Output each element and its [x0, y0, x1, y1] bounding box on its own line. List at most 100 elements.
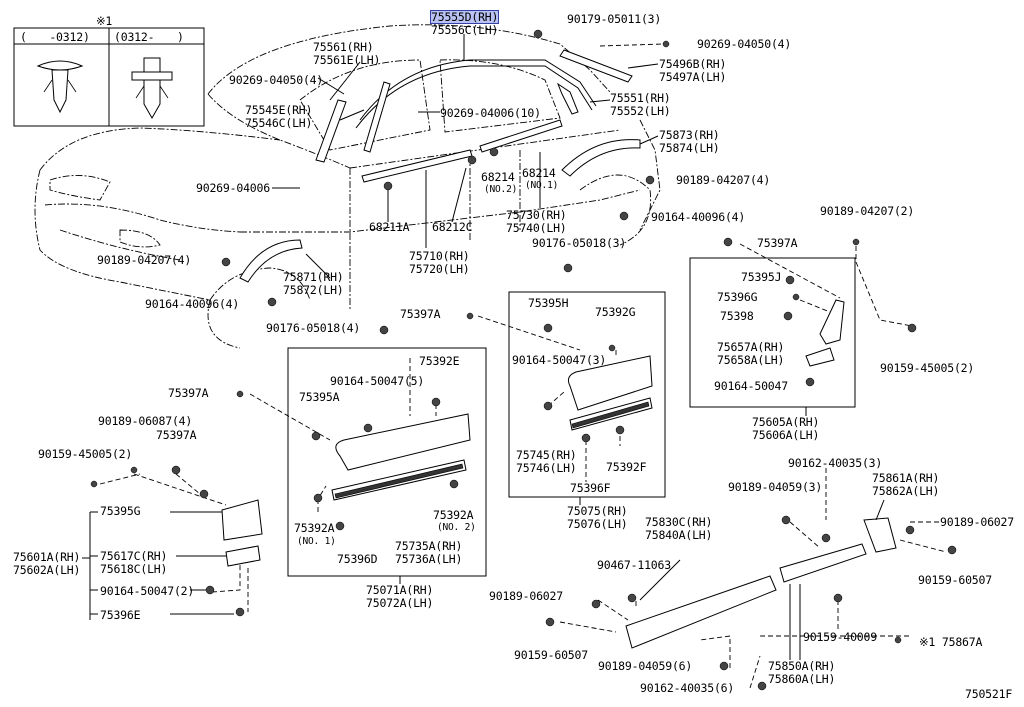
part-label-90467-11063[interactable]: 90467-11063 [597, 558, 671, 572]
part-label-75397a-b[interactable]: 75397A [400, 307, 441, 321]
part-label-68214-2[interactable]: 68214 [481, 170, 515, 184]
part-label-90164-50047-b[interactable]: 90164-50047 [714, 379, 788, 393]
part-label-90159-45005-2a[interactable]: 90159-45005(2) [880, 361, 975, 375]
part-label-90162-40035-3[interactable]: 90162-40035(3) [788, 456, 883, 470]
part-label-75830c[interactable]: 75830C(RH) [645, 515, 713, 529]
part-label-750521f[interactable]: 750521F [965, 687, 1013, 701]
part-label-75617c[interactable]: 75617C(RH) [100, 549, 168, 563]
part-label-75392f[interactable]: 75392F [606, 460, 647, 474]
part-label-90162-40035-6[interactable]: 90162-40035(6) [640, 681, 735, 695]
part-label-68214-1[interactable]: 68214 [522, 166, 556, 180]
part-label-75874[interactable]: 75874(LH) [659, 141, 720, 155]
part-label-75561e[interactable]: 75561E(LH) [313, 53, 381, 67]
part-label-75072a[interactable]: 75072A(LH) [366, 596, 434, 610]
part-label-75546c[interactable]: 75546C(LH) [245, 116, 313, 130]
part-label-90176-05018-4[interactable]: 90176-05018(4) [266, 321, 361, 335]
part-label-75872[interactable]: 75872(LH) [283, 283, 344, 297]
part-label-75551[interactable]: 75551(RH) [610, 91, 671, 105]
part-label-75873[interactable]: 75873(RH) [659, 128, 720, 142]
part-label-75862a[interactable]: 75862A(LH) [872, 484, 940, 498]
part-label-75840a[interactable]: 75840A(LH) [645, 528, 713, 542]
part-label-75396f[interactable]: 75396F [570, 481, 611, 495]
part-label-90159-60507-a[interactable]: 90159-60507 [918, 573, 992, 587]
part-label-75561[interactable]: 75561(RH) [313, 40, 374, 54]
part-label-75606a[interactable]: 75606A(LH) [752, 428, 820, 442]
part-label-75392a-2[interactable]: 75392A [433, 508, 474, 522]
part-label-75395h[interactable]: 75395H [528, 296, 569, 310]
part-label-75710[interactable]: 75710(RH) [409, 249, 470, 263]
part-label-90176-05018-3[interactable]: 90176-05018(3) [532, 236, 627, 250]
part-label-75075[interactable]: 75075(RH) [567, 504, 628, 518]
part-label-90189-04207-2[interactable]: 90189-04207(2) [820, 204, 915, 218]
part-label-75867a[interactable]: ※1 75867A [919, 635, 983, 649]
part-label-75545e[interactable]: 75545E(RH) [245, 103, 313, 117]
part-label-68214-1n[interactable]: (NO.1) [525, 180, 559, 191]
part-label-75497a[interactable]: 75497A(LH) [659, 70, 727, 84]
part-label-75618c[interactable]: 75618C(LH) [100, 562, 168, 576]
part-label-75720[interactable]: 75720(LH) [409, 262, 470, 276]
part-label-75392a-1n[interactable]: (NO. 1) [297, 536, 336, 547]
part-label-75076[interactable]: 75076(LH) [567, 517, 628, 531]
part-label-90164-50047-5[interactable]: 90164-50047(5) [330, 374, 425, 388]
part-label-75396d[interactable]: 75396D [337, 552, 378, 566]
part-label-75860a[interactable]: 75860A(LH) [768, 672, 836, 686]
part-label-90159-45005-2b[interactable]: 90159-45005(2) [38, 447, 133, 461]
part-label-90189-04207-4a[interactable]: 90189-04207(4) [676, 173, 771, 187]
inset-note: ※1 [96, 14, 113, 28]
part-label-90164-40096-4b[interactable]: 90164-40096(4) [145, 297, 240, 311]
part-label-75730[interactable]: 75730(RH) [506, 208, 567, 222]
part-label-75736a[interactable]: 75736A(LH) [395, 552, 463, 566]
part-label-90189-06027-b[interactable]: 90189-06027 [489, 589, 563, 603]
part-label-75602a[interactable]: 75602A(LH) [13, 563, 81, 577]
part-label-75397a-a[interactable]: 75397A [757, 236, 798, 250]
part-label-75605a[interactable]: 75605A(RH) [752, 415, 820, 429]
part-label-90269-04050-4b[interactable]: 90269-04050(4) [229, 73, 324, 87]
part-label-90189-04207-4b[interactable]: 90189-04207(4) [97, 253, 192, 267]
part-label-90269-04050-4a[interactable]: 90269-04050(4) [697, 37, 792, 51]
part-label-75871[interactable]: 75871(RH) [283, 270, 344, 284]
part-label-90189-04059-3[interactable]: 90189-04059(3) [728, 480, 823, 494]
part-label-90189-06027-a[interactable]: 90189-06027 [940, 515, 1014, 529]
part-label-90159-40009[interactable]: 90159-40009 [803, 630, 877, 644]
part-label-90179-05011[interactable]: 90179-05011(3) [567, 12, 662, 26]
part-label-75392e[interactable]: 75392E [419, 354, 460, 368]
part-label-75556c[interactable]: 75556C(LH) [431, 23, 499, 37]
part-label-75601a[interactable]: 75601A(RH) [13, 550, 81, 564]
part-label-75396g[interactable]: 75396G [717, 290, 758, 304]
part-label-90189-06087-4[interactable]: 90189-06087(4) [98, 414, 193, 428]
part-label-75396e[interactable]: 75396E [100, 608, 141, 622]
leader-lines [82, 34, 885, 660]
part-label-75395j[interactable]: 75395J [741, 270, 782, 284]
part-label-75746[interactable]: 75746(LH) [516, 461, 577, 475]
part-label-68212c[interactable]: 68212C [432, 220, 473, 234]
part-label-75861a[interactable]: 75861A(RH) [872, 471, 940, 485]
part-label-90269-04006-10[interactable]: 90269-04006(10) [440, 106, 541, 120]
part-label-75658a[interactable]: 75658A(LH) [717, 353, 785, 367]
part-label-75392g[interactable]: 75392G [595, 305, 636, 319]
part-label-75392a-2n[interactable]: (NO. 2) [437, 522, 476, 533]
part-label-75397a-c[interactable]: 75397A [168, 386, 209, 400]
part-label-68214-2n[interactable]: (NO.2) [484, 184, 518, 195]
inset-col-before: ( -0312) [20, 30, 90, 44]
part-label-90189-04059-6[interactable]: 90189-04059(6) [598, 659, 693, 673]
part-label-75745[interactable]: 75745(RH) [516, 448, 577, 462]
part-label-75395g[interactable]: 75395G [100, 504, 141, 518]
part-label-75735a[interactable]: 75735A(RH) [395, 539, 463, 553]
part-label-90164-50047-2[interactable]: 90164-50047(2) [100, 584, 195, 598]
part-label-75850a[interactable]: 75850A(RH) [768, 659, 836, 673]
part-label-68211a[interactable]: 68211A [369, 220, 410, 234]
part-label-90159-60507-b[interactable]: 90159-60507 [514, 648, 588, 662]
part-label-75552[interactable]: 75552(LH) [610, 104, 671, 118]
part-label-90269-04006[interactable]: 90269-04006 [196, 181, 270, 195]
part-label-75398[interactable]: 75398 [720, 309, 754, 323]
part-label-75395a[interactable]: 75395A [299, 390, 340, 404]
part-label-90164-50047-3[interactable]: 90164-50047(3) [512, 353, 607, 367]
part-label-75392a-1[interactable]: 75392A [294, 521, 335, 535]
part-label-75397a-d[interactable]: 75397A [156, 428, 197, 442]
part-label-75657a[interactable]: 75657A(RH) [717, 340, 785, 354]
part-label-75496b[interactable]: 75496B(RH) [659, 57, 727, 71]
part-label-90164-40096-4a[interactable]: 90164-40096(4) [651, 210, 746, 224]
part-label-75555d[interactable]: 75555D(RH) [429, 10, 500, 24]
part-label-75071a[interactable]: 75071A(RH) [366, 583, 434, 597]
part-label-75740[interactable]: 75740(LH) [506, 221, 567, 235]
